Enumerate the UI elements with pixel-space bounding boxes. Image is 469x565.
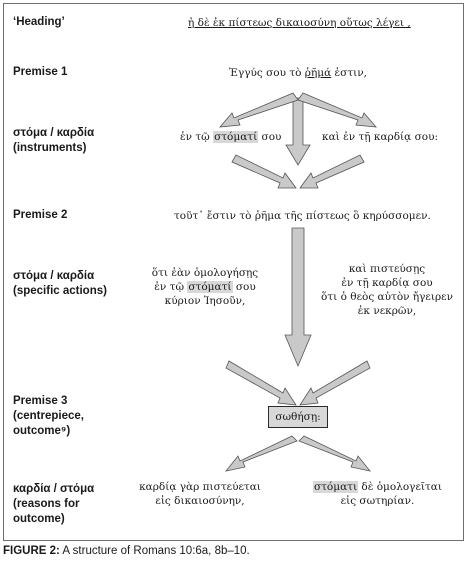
- greek-reason-mouth: στόματι δὲ ὁμολογεῖται εἰς σωτηρίαν.: [305, 480, 450, 508]
- figure-caption-text: A structure of Romans 10:6a, 8b–10.: [59, 545, 250, 557]
- label-premise3: Premise 3: [13, 395, 68, 407]
- label-instruments-sub: (instruments): [13, 142, 87, 154]
- label-instruments-title: στόμα / καρδία: [13, 127, 95, 139]
- greek-action-heart-line3: ὅτι ὁ θεὸς αὐτὸν ἤγειρεν: [321, 291, 453, 303]
- label-reasons-sub2: outcome): [13, 513, 65, 525]
- arrow-outcome-right: [298, 435, 372, 472]
- figure-caption: FIGURE 2: A structure of Romans 10:6a, 8…: [3, 545, 250, 557]
- arrow-instruments-right: [299, 154, 365, 189]
- label-actions-sub: (specific actions): [13, 285, 107, 297]
- greek-action-mouth-word: στόματί: [187, 281, 233, 293]
- arrow-actions-right: [299, 360, 371, 406]
- figure-caption-label: FIGURE 2:: [3, 545, 60, 557]
- greek-heading-text: ἡ δὲ ἐκ πίστεως δικαιοσύνη οὕτως λέγει ,: [188, 17, 411, 29]
- greek-action-mouth-line3: κύριον Ἰησοῦν,: [164, 295, 246, 307]
- diagram-frame: [3, 3, 464, 541]
- arrow-premise2-down: [284, 227, 312, 368]
- greek-premise1-post: ἐστιν,: [331, 67, 367, 79]
- arrow-premise1-left: [219, 92, 299, 128]
- label-premise3-sub1: (centrepiece,: [13, 410, 84, 422]
- greek-premise2: τοῦτ᾽ ἔστιν τὸ ῥῆμα τῆς πίστεως ὃ κηρύσσ…: [174, 209, 431, 223]
- label-premise2: Premise 2: [13, 209, 68, 221]
- greek-instrument-mouth-pre: ἐν τῷ: [180, 131, 214, 143]
- arrow-instruments-left: [231, 154, 297, 189]
- greek-reason-mouth-line1-post: δὲ ὁμολογεῖται: [358, 481, 443, 493]
- greek-instrument-heart: καὶ ἐν τῇ καρδίᾳ σου:: [322, 130, 438, 144]
- arrow-actions-left: [225, 360, 297, 406]
- greek-action-mouth-line2-post: σου: [232, 281, 256, 293]
- greek-premise1-pre: Ἐγγύς σου τὸ: [229, 67, 305, 79]
- greek-reason-mouth-line1: στόματι δὲ ὁμολογεῖται: [305, 480, 450, 494]
- greek-action-heart-line2: ἐν τῇ καρδίᾳ σου: [341, 277, 433, 289]
- label-actions-title: στόμα / καρδία: [13, 270, 95, 282]
- greek-action-mouth-line1: ὅτι ἐὰν ὁμολογήσῃς: [151, 267, 259, 279]
- label-premise1: Premise 1: [13, 66, 68, 78]
- greek-instrument-mouth-word: στόματί: [213, 131, 259, 143]
- arrow-premise1-right: [297, 92, 377, 128]
- greek-instrument-mouth: ἐν τῷ στόματί σου: [180, 130, 281, 144]
- greek-action-heart-line1: καὶ πιστεύσῃς: [348, 263, 426, 275]
- label-reasons-title: καρδία / στόμα: [13, 483, 95, 495]
- label-premise3-sub2: outcome⁹): [13, 425, 71, 437]
- outcome-box: σωθήσῃ:: [268, 406, 328, 428]
- greek-action-mouth-line2-pre: ἐν τῷ: [154, 281, 188, 293]
- greek-action-mouth-line2: ἐν τῷ στόματί σου: [140, 280, 270, 294]
- greek-premise1: Ἐγγύς σου τὸ ῥῆμά ἐστιν,: [229, 66, 367, 80]
- arrows-layer: [219, 92, 377, 472]
- greek-reason-mouth-word: στόματι: [312, 481, 359, 493]
- greek-reason-heart-line1: καρδίᾳ γὰρ πιστεύεται: [139, 481, 261, 493]
- arrow-premise1-down: [285, 97, 311, 166]
- greek-reason-heart: καρδίᾳ γὰρ πιστεύεται εἰς δικαιοσύνην,: [130, 480, 270, 508]
- greek-reason-mouth-line2: εἰς σωτηρίαν.: [340, 495, 415, 507]
- label-heading: ‘Heading’: [13, 16, 65, 28]
- greek-heading: ἡ δὲ ἐκ πίστεως δικαιοσύνη οὕτως λέγει ,: [188, 16, 411, 30]
- greek-instrument-heart-text: καὶ ἐν τῇ καρδίᾳ σου:: [322, 131, 439, 143]
- greek-action-mouth: ὅτι ἐὰν ὁμολογήσῃς ἐν τῷ στόματί σου κύρ…: [140, 266, 270, 308]
- greek-action-heart-line4: ἐκ νεκρῶν,: [357, 305, 417, 317]
- greek-premise1-word: ῥῆμά: [304, 67, 332, 79]
- greek-premise2-text: τοῦτ᾽ ἔστιν τὸ ῥῆμα τῆς πίστεως ὃ κηρύσσ…: [174, 210, 431, 222]
- greek-reason-heart-line2: εἰς δικαιοσύνην,: [155, 495, 245, 507]
- greek-action-heart: καὶ πιστεύσῃς ἐν τῇ καρδίᾳ σου ὅτι ὁ θεὸ…: [312, 262, 462, 318]
- label-reasons-sub1: (reasons for: [13, 498, 80, 510]
- arrow-outcome-left: [224, 435, 298, 472]
- greek-instrument-mouth-post: σου: [258, 131, 282, 143]
